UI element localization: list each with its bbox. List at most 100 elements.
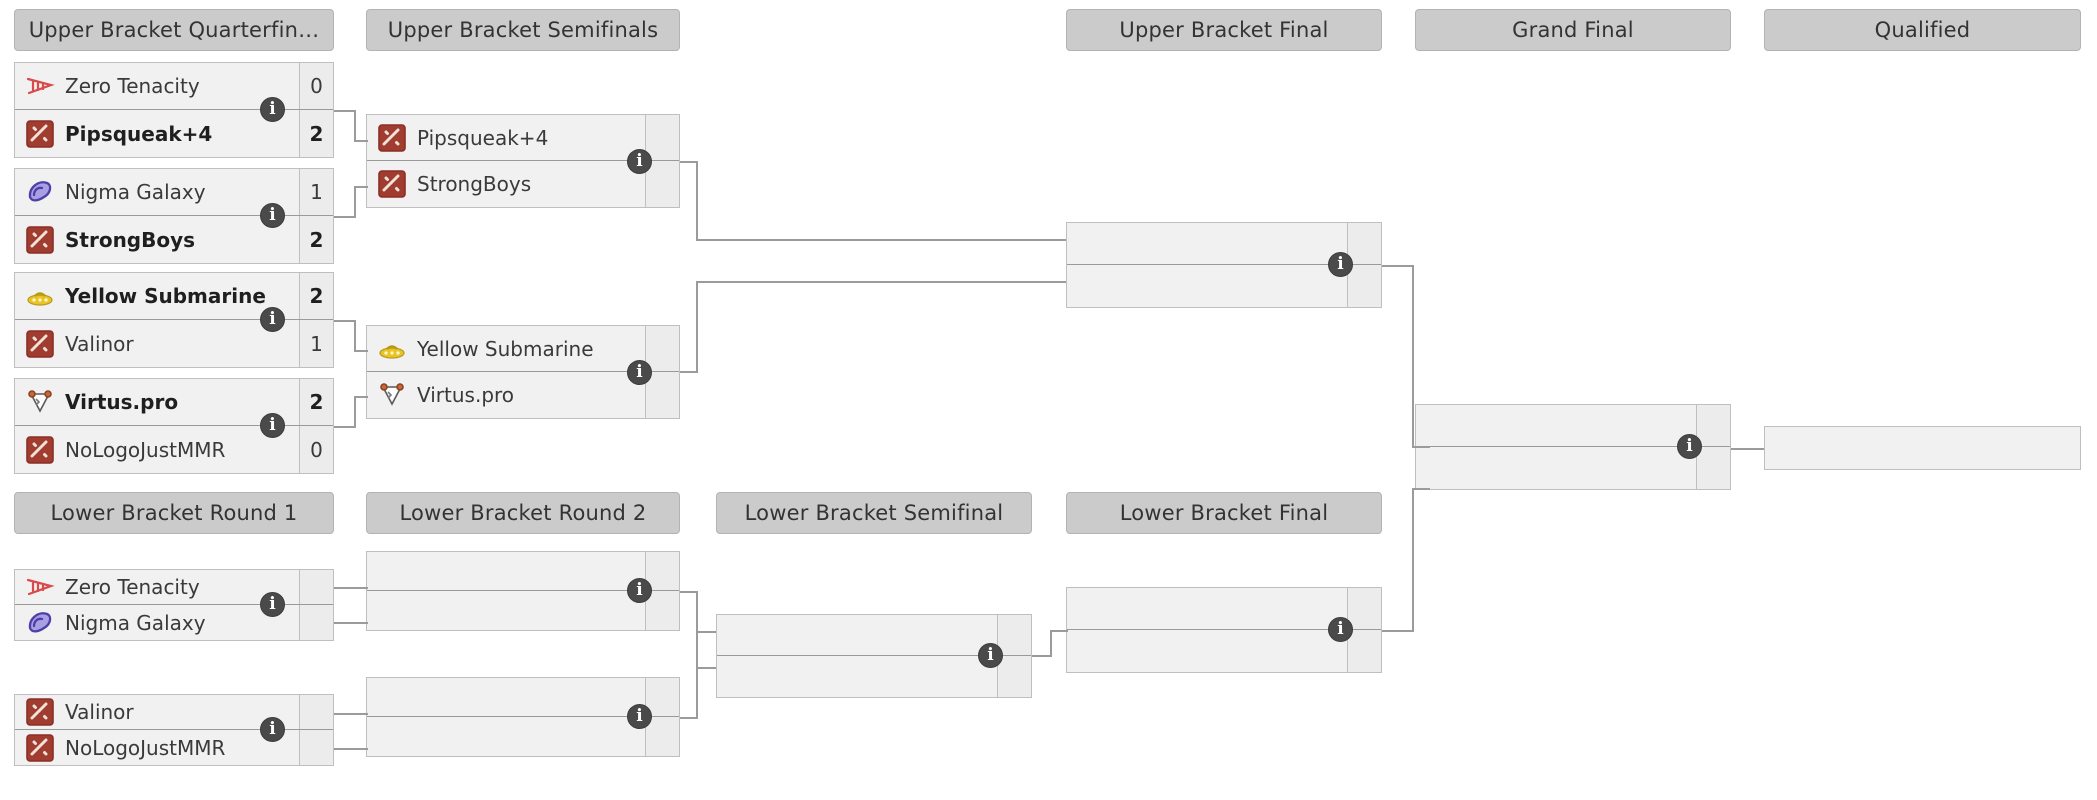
match-lower-round1-1[interactable]: Zero Tenacity Nigma Galaxy — [14, 569, 334, 641]
round-header-upper-bracket-final[interactable]: Upper Bracket Final — [1066, 9, 1382, 51]
match-row-bottom[interactable] — [367, 591, 679, 630]
match-info-icon[interactable]: i — [260, 413, 285, 438]
round-header-grand-final[interactable]: Grand Final — [1415, 9, 1731, 51]
match-row-bottom[interactable] — [1067, 630, 1381, 672]
team-name: StrongBoys — [65, 227, 196, 252]
match-row-bottom[interactable]: Pipsqueak+4 2 — [15, 110, 333, 157]
match-info-icon[interactable]: i — [627, 704, 652, 729]
connector-line — [354, 110, 356, 142]
round-header-upper-bracket-quarterfinals[interactable]: Upper Bracket Quarterfin… — [14, 9, 334, 51]
match-lower-semifinal[interactable] — [716, 614, 1032, 698]
match-row-top[interactable]: Yellow Submarine 2 — [15, 273, 333, 320]
match-row-bottom[interactable] — [717, 656, 1031, 697]
info-glyph: i — [636, 151, 643, 171]
match-row-bottom[interactable] — [1416, 447, 1730, 489]
match-qualified-slot[interactable] — [1764, 426, 2081, 470]
match-info-icon[interactable]: i — [1328, 252, 1353, 277]
round-header-lower-bracket-round-1[interactable]: Lower Bracket Round 1 — [14, 492, 334, 534]
match-row-bottom[interactable] — [1067, 265, 1381, 307]
match-info-icon[interactable]: i — [260, 592, 285, 617]
team-score: 0 — [299, 426, 333, 473]
match-row-bottom[interactable]: Valinor 1 — [15, 320, 333, 367]
connector-line — [1050, 630, 1068, 632]
match-row-top[interactable] — [1765, 427, 2080, 469]
connector-line — [354, 396, 356, 428]
round-header-lower-bracket-round-2[interactable]: Lower Bracket Round 2 — [366, 492, 680, 534]
match-row-top[interactable]: Zero Tenacity 0 — [15, 63, 333, 110]
connector-line — [680, 161, 698, 163]
match-info-icon[interactable]: i — [260, 717, 285, 742]
match-row-top[interactable] — [367, 678, 679, 717]
connector-line — [1382, 630, 1414, 632]
team-score: 1 — [299, 320, 333, 367]
match-row-top[interactable]: Valinor — [15, 695, 333, 730]
match-row-top[interactable]: Pipsqueak+4 — [367, 115, 679, 161]
zero-tenacity-logo — [25, 71, 55, 101]
match-upper-quarterfinal-1[interactable]: Zero Tenacity 0 Pipsqueak+4 2 — [14, 62, 334, 158]
match-row-top[interactable]: Nigma Galaxy 1 — [15, 169, 333, 216]
team-name: Virtus.pro — [417, 383, 515, 407]
team-score — [1347, 630, 1381, 672]
connector-line — [334, 320, 356, 322]
match-lower-round2-2[interactable] — [366, 677, 680, 757]
match-upper-quarterfinal-4[interactable]: Virtus.pro 2 NoLogoJustMMR 0 — [14, 378, 334, 474]
round-header-upper-bracket-semifinals[interactable]: Upper Bracket Semifinals — [366, 9, 680, 51]
connector-line — [334, 713, 368, 715]
match-info-icon[interactable]: i — [260, 203, 285, 228]
match-info-icon[interactable]: i — [978, 643, 1003, 668]
match-row-bottom[interactable]: Virtus.pro — [367, 372, 679, 418]
match-upper-quarterfinal-2[interactable]: Nigma Galaxy 1 StrongBoys 2 — [14, 168, 334, 264]
match-info-icon[interactable]: i — [627, 360, 652, 385]
team-name: Yellow Submarine — [417, 336, 594, 361]
match-row-top[interactable]: Zero Tenacity — [15, 570, 333, 605]
team-score — [645, 326, 679, 371]
match-row-top[interactable]: Yellow Submarine — [367, 326, 679, 372]
match-info-icon[interactable]: i — [1328, 617, 1353, 642]
connector-line — [334, 622, 368, 624]
match-row-bottom[interactable] — [367, 717, 679, 756]
match-lower-bracket-final[interactable] — [1066, 587, 1382, 673]
match-info-icon[interactable]: i — [627, 149, 652, 174]
info-glyph: i — [269, 99, 276, 119]
round-header-qualified[interactable]: Qualified — [1764, 9, 2081, 51]
round-header-lower-bracket-semifinal[interactable]: Lower Bracket Semifinal — [716, 492, 1032, 534]
dota-default-logo — [25, 225, 55, 255]
dota-default-logo — [25, 697, 55, 727]
connector-line — [334, 426, 356, 428]
match-info-icon[interactable]: i — [260, 97, 285, 122]
match-info-icon[interactable]: i — [627, 578, 652, 603]
connector-line — [354, 320, 356, 352]
team-score — [645, 678, 679, 716]
team-score: 2 — [299, 110, 333, 157]
match-info-icon[interactable]: i — [1677, 434, 1702, 459]
team-score: 2 — [299, 216, 333, 263]
team-name: Nigma Galaxy — [65, 180, 206, 204]
match-row-bottom[interactable]: StrongBoys 2 — [15, 216, 333, 263]
dota-default-logo — [25, 435, 55, 465]
team-score: 1 — [299, 169, 333, 215]
connector-line — [680, 591, 698, 593]
connector-line — [354, 186, 368, 188]
connector-line — [354, 350, 368, 352]
connector-line — [354, 396, 368, 398]
match-grand-final[interactable] — [1415, 404, 1731, 490]
match-row-bottom[interactable]: NoLogoJustMMR — [15, 730, 333, 765]
info-glyph: i — [1337, 619, 1344, 639]
match-upper-quarterfinal-3[interactable]: Yellow Submarine 2 Valinor 1 — [14, 272, 334, 368]
match-row-top[interactable] — [367, 552, 679, 591]
match-lower-round1-2[interactable]: Valinor NoLogoJustMMR — [14, 694, 334, 766]
team-name: NoLogoJustMMR — [65, 437, 226, 462]
match-row-bottom[interactable]: StrongBoys — [367, 161, 679, 207]
team-score — [645, 161, 679, 207]
match-info-icon[interactable]: i — [260, 307, 285, 332]
match-row-bottom[interactable]: NoLogoJustMMR 0 — [15, 426, 333, 473]
round-header-lower-bracket-final[interactable]: Lower Bracket Final — [1066, 492, 1382, 534]
team-score: 2 — [299, 379, 333, 425]
dota-default-logo — [25, 329, 55, 359]
team-score — [645, 591, 679, 630]
match-row-bottom[interactable]: Nigma Galaxy — [15, 605, 333, 640]
match-lower-round2-1[interactable] — [366, 551, 680, 631]
match-row-top[interactable]: Virtus.pro 2 — [15, 379, 333, 426]
team-name: Virtus.pro — [65, 390, 179, 414]
round-header-label: Upper Bracket Quarterfin… — [28, 18, 320, 42]
